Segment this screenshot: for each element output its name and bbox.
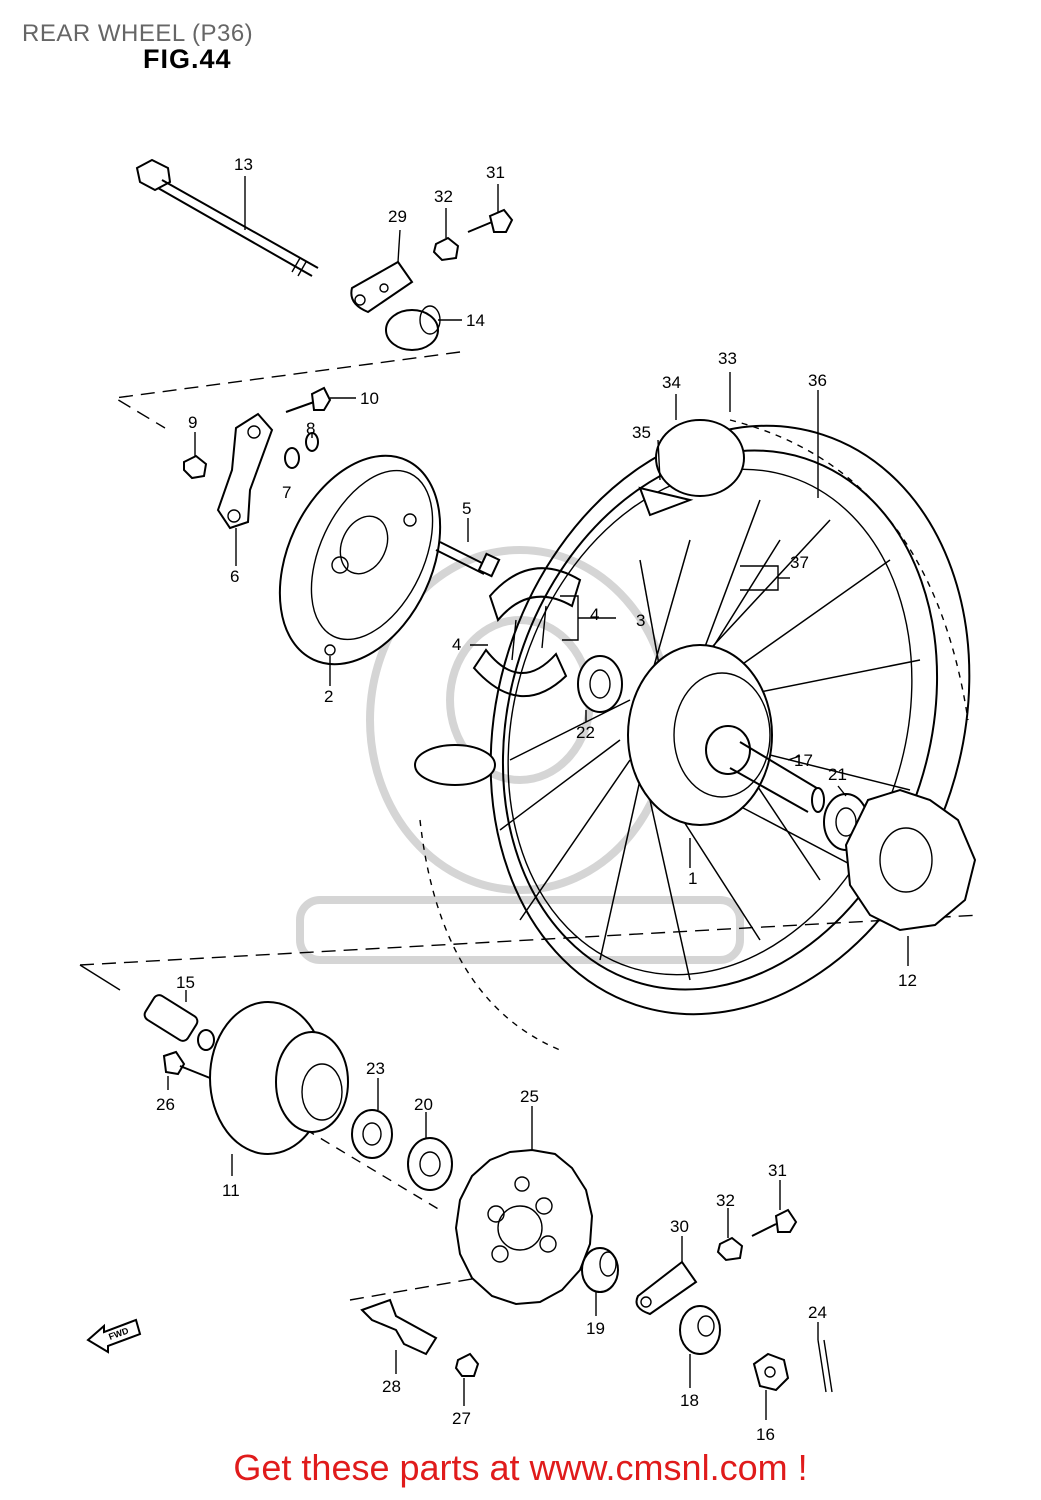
callout-27: 27: [452, 1409, 471, 1428]
callout-21: 21: [828, 765, 847, 784]
sprocket-drum-part: [209, 1001, 349, 1155]
torque-link-part: [183, 386, 332, 530]
callout-37: 37: [790, 553, 809, 572]
callout-4-lower: 4: [452, 635, 461, 654]
callout-1: 1: [688, 869, 697, 888]
callout-5: 5: [462, 499, 471, 518]
stud-part: [143, 994, 215, 1079]
leader-lines: [167, 176, 909, 1420]
chain-adjuster-lower-part: [635, 1260, 698, 1316]
callout-29: 29: [388, 207, 407, 226]
callout-32-upper: 32: [434, 187, 453, 206]
brake-shoes-part: [472, 567, 582, 698]
callout-31-upper: 31: [486, 163, 505, 182]
axle-part: [135, 158, 319, 277]
callout-7: 7: [282, 483, 291, 502]
fwd-arrow-icon: FWD: [86, 1318, 142, 1354]
callout-18: 18: [680, 1391, 699, 1410]
callout-30: 30: [670, 1217, 689, 1236]
callout-13: 13: [234, 155, 253, 174]
callout-23: 23: [366, 1059, 385, 1078]
castle-nut-part: [752, 1352, 790, 1392]
callout-34: 34: [662, 373, 681, 392]
callout-labels: 1 2 3 4 4 5 6 7 8 9 10 11 12 13 14 15 16…: [156, 155, 917, 1440]
callout-31-lower: 31: [768, 1161, 787, 1180]
bearing-22-part: [577, 655, 623, 713]
callout-22: 22: [576, 723, 595, 742]
callout-24: 24: [808, 1303, 827, 1322]
cotter-pin-part: [817, 1339, 833, 1393]
callout-6: 6: [230, 567, 239, 586]
oil-seal-part: [407, 1137, 453, 1191]
lock-plate-part: [360, 1298, 480, 1377]
adjuster-bolt-upper: [432, 208, 514, 262]
callout-8: 8: [306, 419, 315, 438]
callout-4-upper: 4: [590, 605, 599, 624]
callout-25: 25: [520, 1087, 539, 1106]
spacer-part: [581, 1247, 619, 1293]
callout-26: 26: [156, 1095, 175, 1114]
callout-33: 33: [718, 349, 737, 368]
callout-36: 36: [808, 371, 827, 390]
callout-28: 28: [382, 1377, 401, 1396]
wheel-hub-part: [627, 644, 825, 826]
diagram-caption: REAR WHEEL (P36): [22, 20, 254, 47]
adjuster-bolt-lower: [716, 1208, 798, 1262]
chain-adjuster-part: [350, 260, 441, 351]
callout-9: 9: [188, 413, 197, 432]
callout-32-lower: 32: [716, 1191, 735, 1210]
exploded-parts-diagram: FWD: [79, 155, 981, 1440]
callout-12: 12: [898, 971, 917, 990]
callout-35: 35: [632, 423, 651, 442]
callout-14: 14: [466, 311, 485, 330]
damper-part: [844, 788, 977, 932]
callout-16: 16: [756, 1425, 775, 1440]
callout-20: 20: [414, 1095, 433, 1114]
wheel-rim-and-tire: [414, 419, 971, 1051]
figure-number: FIG.44: [143, 44, 232, 74]
callout-2: 2: [324, 687, 333, 706]
bearing-23-part: [351, 1109, 393, 1159]
brake-panel-part: [278, 454, 442, 666]
callout-3: 3: [636, 611, 645, 630]
brake-cam-part: [435, 541, 501, 578]
rear-sprocket-part: [454, 1148, 594, 1306]
callout-11: 11: [222, 1181, 240, 1200]
callout-19: 19: [586, 1319, 605, 1338]
axle-nut-part: [679, 1305, 721, 1355]
callout-15: 15: [176, 973, 195, 992]
parts-promo-link[interactable]: Get these parts at www.cmsnl.com !: [233, 1447, 808, 1488]
callout-17: 17: [794, 751, 813, 770]
callout-10: 10: [360, 389, 379, 408]
